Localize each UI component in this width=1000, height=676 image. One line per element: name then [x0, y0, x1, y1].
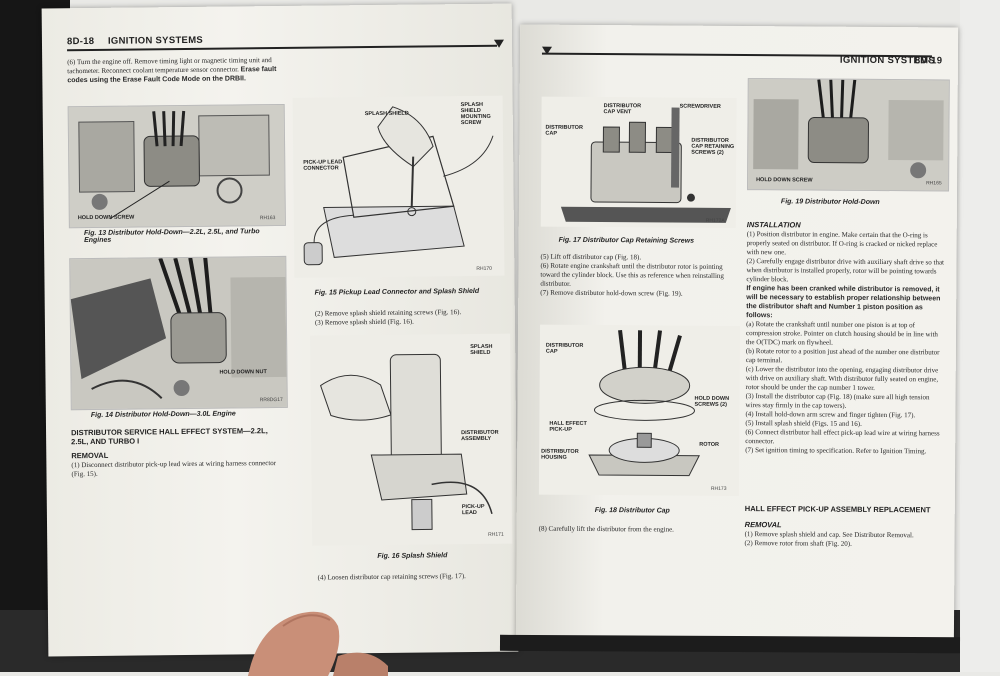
fig14-photo: HOLD DOWN NUT RR8DG17	[69, 256, 288, 410]
installation-heading: INSTALLATION	[747, 220, 801, 229]
fig15-label-mounting-screw: SPLASH SHIELD MOUNTING SCREW	[461, 102, 499, 126]
right-page: IGNITION SYSTEMS 8D-19 DISTRIBUTOR CAP D…	[516, 24, 958, 647]
removal-heading: REMOVAL	[71, 451, 108, 460]
intro-paragraph: (6) Turn the engine off. Remove timing l…	[67, 56, 282, 85]
fig17-code: RH172A	[706, 218, 725, 224]
fig18-illustration: DISTRIBUTOR CAP HALL EFFECT PICK-UP DIST…	[539, 325, 740, 496]
removal-heading: REMOVAL	[745, 520, 782, 529]
fig13-code: RH163	[260, 215, 276, 221]
fig19-photo: HOLD DOWN SCREW RH165	[747, 78, 950, 191]
page-number: 8D-18	[67, 36, 94, 47]
page-number: 8D-19	[915, 55, 942, 66]
fig18-label-housing: DISTRIBUTOR HOUSING	[541, 449, 586, 461]
left-page: 8D-18 IGNITION SYSTEMS (6) Turn the engi…	[42, 4, 519, 657]
step-4: (4) Loosen distributor cap retaining scr…	[318, 572, 508, 583]
step-8: (8) Carefully lift the distributor from …	[539, 525, 739, 535]
fig18-label-hall-effect: HALL EFFECT PICK-UP	[549, 421, 589, 433]
fig16-label-pickup-lead: PICK-UP LEAD	[462, 504, 492, 516]
background-wall	[960, 0, 1000, 672]
fig17-illustration: DISTRIBUTOR CAP DISTRIBUTOR CAP VENT SCR…	[541, 97, 737, 228]
fig18-code: RH173	[711, 486, 727, 492]
fig17-label-retaining-screws: DISTRIBUTOR CAP RETAINING SCREWS (2)	[691, 138, 736, 156]
fig17-label-screwdriver: SCREWDRIVER	[680, 104, 721, 110]
installation-text: (1) Position distributor in engine. Make…	[745, 230, 947, 456]
binder-edge	[500, 635, 960, 653]
fig14-code: RR8DG17	[260, 397, 283, 403]
fig19-caption: Fig. 19 Distributor Hold-Down	[781, 198, 941, 206]
step-3: (3) Remove splash shield (Fig. 16).	[315, 317, 505, 328]
fig16-caption: Fig. 16 Splash Shield	[377, 552, 497, 560]
step-7: (7) Remove distributor hold-down screw (…	[540, 289, 740, 299]
fig18-caption: Fig. 18 Distributor Cap	[595, 507, 715, 515]
fig18-label-rotor: ROTOR	[699, 442, 719, 448]
removal-steps: (1) Remove splash shield and cap. See Di…	[745, 530, 945, 549]
removal-step-1: (1) Disconnect distributor pick-up lead …	[71, 459, 286, 479]
fig17-label-cap-vent: DISTRIBUTOR CAP VENT	[604, 103, 644, 115]
thumb-image	[228, 596, 388, 676]
fig13-label: HOLD DOWN SCREW	[78, 215, 135, 222]
step-6: (6) Rotate engine crankshaft until the d…	[540, 262, 740, 290]
fig15-code: RH170	[476, 266, 492, 272]
fig15-caption: Fig. 15 Pickup Lead Connector and Splash…	[315, 288, 505, 297]
section-heading: DISTRIBUTOR SERVICE HALL EFFECT SYSTEM—2…	[71, 426, 286, 446]
fig13-caption: Fig. 13 Distributor Hold-Down—2.2L, 2.5L…	[84, 228, 264, 244]
fig18-label-cap: DISTRIBUTOR CAP	[546, 343, 586, 355]
fig13-photo: HOLD DOWN SCREW RH163	[68, 104, 286, 228]
page-header: IGNITION SYSTEMS	[108, 35, 203, 47]
fig18-label-hold-down-screws: HOLD DOWN SCREWS (2)	[694, 396, 736, 408]
fig19-code: RH165	[926, 180, 942, 186]
fig15-label-splash-shield: SPLASH SHIELD	[365, 111, 409, 117]
fig17-caption: Fig. 17 Distributor Cap Retaining Screws	[559, 237, 739, 245]
fig14-caption: Fig. 14 Distributor Hold-Down—3.0L Engin…	[91, 410, 281, 419]
fig19-label: HOLD DOWN SCREW	[756, 177, 813, 183]
fig16-label-distributor-assembly: DISTRIBUTOR ASSEMBLY	[461, 430, 509, 443]
fig16-code: RH171	[488, 532, 504, 538]
fig16-illustration: SPLASH SHIELD DISTRIBUTOR ASSEMBLY PICK-…	[310, 334, 512, 546]
fig16-label-splash-shield: SPLASH SHIELD	[470, 344, 506, 356]
fig14-label: HOLD DOWN NUT	[219, 369, 266, 375]
hall-effect-heading: HALL EFFECT PICK-UP ASSEMBLY REPLACEMENT	[745, 504, 950, 514]
fig17-label-cap: DISTRIBUTOR CAP	[545, 125, 585, 137]
triangle-marker-icon	[494, 40, 504, 48]
fig15-illustration: SPLASH SHIELD SPLASH SHIELD MOUNTING SCR…	[293, 96, 505, 278]
fig15-label-pickup-connector: PICK-UP LEAD CONNECTOR	[303, 159, 348, 171]
